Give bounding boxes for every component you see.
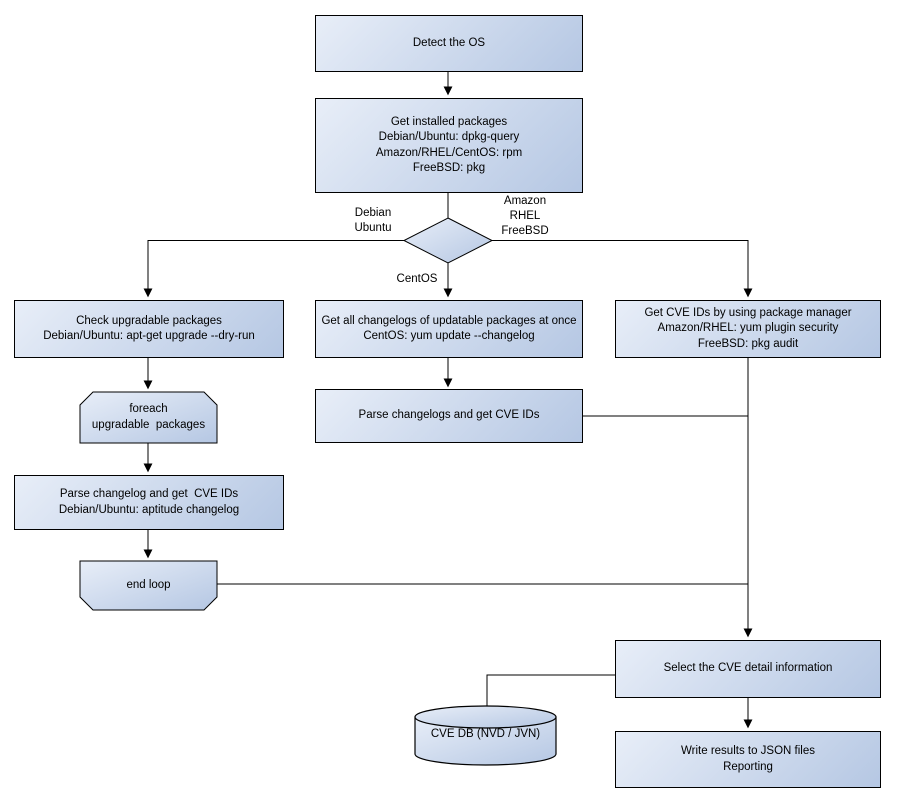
edge-label-debian-ubuntu: Debian Ubuntu: [354, 207, 392, 234]
node-get-installed-packages-label: Get installed packages Debian/Ubuntu: dp…: [375, 115, 523, 174]
node-check-upgradable-packages: Check upgradable packages Debian/Ubuntu:…: [14, 300, 284, 358]
node-select-cve-detail: Select the CVE detail information: [615, 640, 881, 698]
foreach-loop-shape: [79, 391, 218, 444]
edge-label-amazon-rhel-freebsd: Amazon RHEL FreeBSD: [501, 195, 549, 237]
edge-cvedb-to-select: [486, 674, 615, 706]
node-get-installed-packages: Get installed packages Debian/Ubuntu: dp…: [315, 98, 583, 193]
end-loop-shape: [79, 560, 218, 611]
cve-db-cylinder-body: [414, 717, 557, 766]
os-decision-diamond: [402, 217, 494, 264]
node-parse-changelog-debian-label: Parse changelog and get CVE IDs Debian/U…: [58, 488, 240, 516]
edge-label-centos: CentOS: [396, 273, 438, 285]
node-get-cve-ids-package-manager-label: Get CVE IDs by using package manager Ama…: [644, 306, 852, 350]
edge-decision-to-check-upgradable: [143, 240, 408, 298]
cve-db-cylinder-top: [414, 705, 557, 729]
node-parse-changelogs-centos: Parse changelogs and get CVE IDs: [315, 389, 583, 443]
node-write-results-reporting: Write results to JSON files Reporting: [615, 731, 881, 788]
edge-decision-to-get-cve-ids: [490, 240, 753, 298]
node-get-cve-ids-package-manager: Get CVE IDs by using package manager Ama…: [615, 300, 881, 358]
node-parse-changelog-debian: Parse changelog and get CVE IDs Debian/U…: [14, 475, 284, 530]
node-check-upgradable-packages-label: Check upgradable packages Debian/Ubuntu:…: [43, 314, 255, 342]
node-get-all-changelogs-centos: Get all changelogs of updatable packages…: [315, 300, 583, 358]
node-detect-os: Detect the OS: [315, 15, 583, 72]
node-parse-changelogs-centos-label: Parse changelogs and get CVE IDs: [358, 409, 540, 422]
node-select-cve-detail-label: Select the CVE detail information: [663, 662, 833, 675]
node-get-all-changelogs-centos-label: Get all changelogs of updatable packages…: [321, 314, 577, 342]
node-write-results-reporting-label: Write results to JSON files Reporting: [681, 745, 815, 773]
node-detect-os-label: Detect the OS: [412, 36, 486, 49]
